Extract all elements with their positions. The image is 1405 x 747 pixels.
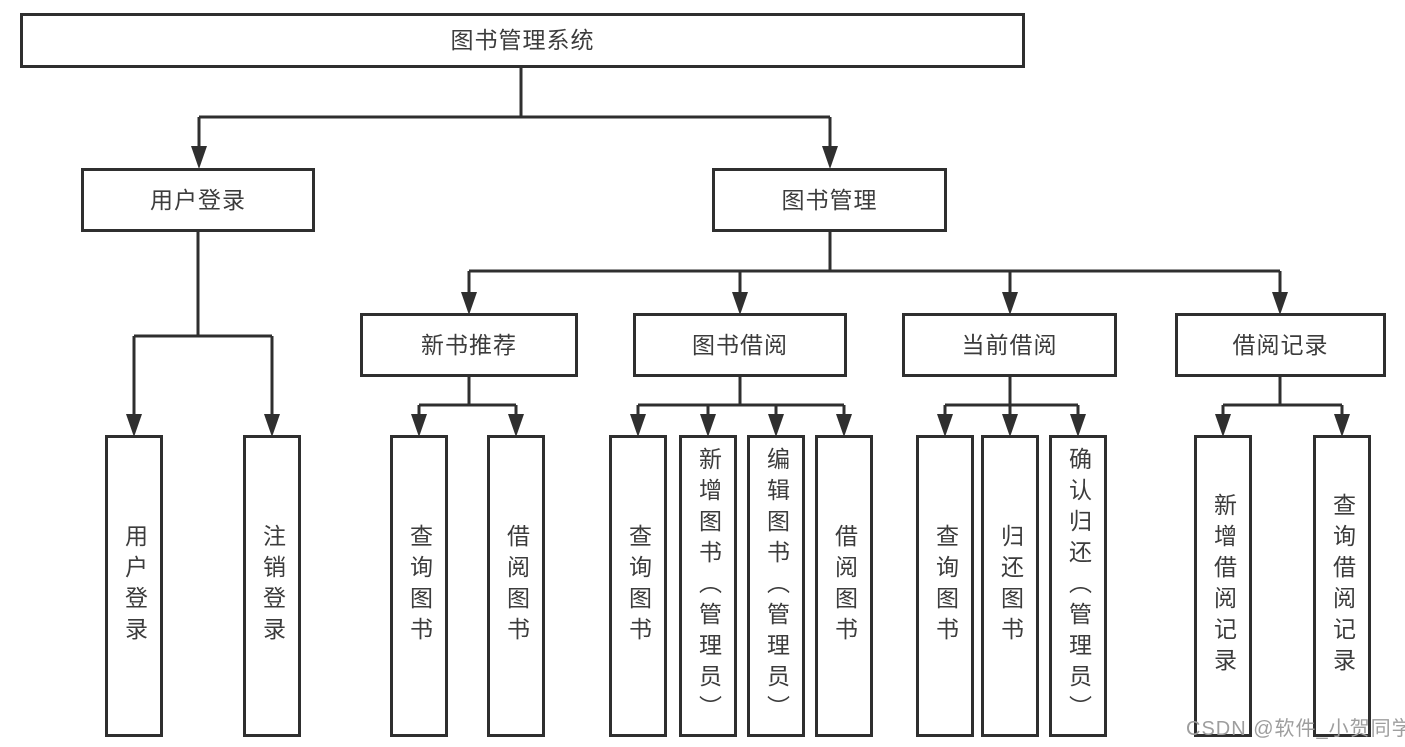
connector-new-book-children <box>411 377 524 437</box>
leaf-query-borrow-record-label: 查询借阅记录 <box>1329 493 1356 679</box>
leaf-confirm-return-admin: 确认归还（管理员） <box>1049 435 1107 737</box>
leaf-logout-label: 注销登录 <box>259 524 286 648</box>
csdn-watermark: CSDN @软件_小贺同学 <box>1186 718 1405 740</box>
leaf-add-borrow-record-label: 新增借阅记录 <box>1210 493 1237 679</box>
leaf-query-borrow-record: 查询借阅记录 <box>1313 435 1371 737</box>
leaf-query-book-2: 查询图书 <box>609 435 667 737</box>
node-borrow-records: 借阅记录 <box>1175 313 1386 377</box>
connector-book-management-children <box>461 232 1288 315</box>
node-book-borrow: 图书借阅 <box>633 313 847 377</box>
leaf-edit-book-admin-label: 编辑图书（管理员） <box>763 446 790 726</box>
leaf-borrow-book-2-label: 借阅图书 <box>831 524 858 648</box>
connector-book-borrow-children <box>630 377 852 437</box>
leaf-borrow-book-1: 借阅图书 <box>487 435 545 737</box>
leaf-borrow-book-1-label: 借阅图书 <box>503 524 530 648</box>
leaf-query-book-1: 查询图书 <box>390 435 448 737</box>
leaf-query-book-3-label: 查询图书 <box>932 524 959 648</box>
node-new-book-recommend: 新书推荐 <box>360 313 578 377</box>
leaf-query-book-3: 查询图书 <box>916 435 974 737</box>
leaf-add-borrow-record: 新增借阅记录 <box>1194 435 1252 737</box>
leaf-query-book-2-label: 查询图书 <box>625 524 652 648</box>
node-root-system: 图书管理系统 <box>20 13 1025 68</box>
connector-user-login-children <box>126 232 280 437</box>
leaf-edit-book-admin: 编辑图书（管理员） <box>747 435 805 737</box>
leaf-return-book-label: 归还图书 <box>997 524 1024 648</box>
leaf-user-login: 用户登录 <box>105 435 163 737</box>
leaf-logout: 注销登录 <box>243 435 301 737</box>
connector-current-borrow-children <box>937 377 1086 437</box>
leaf-borrow-book-2: 借阅图书 <box>815 435 873 737</box>
node-user-login: 用户登录 <box>81 168 315 232</box>
leaf-query-book-1-label: 查询图书 <box>406 524 433 648</box>
leaf-confirm-return-admin-label: 确认归还（管理员） <box>1065 446 1092 726</box>
leaf-add-book-admin-label: 新增图书（管理员） <box>695 446 722 726</box>
connector-root-to-level2 <box>191 68 838 169</box>
node-book-management: 图书管理 <box>712 168 947 232</box>
leaf-add-book-admin: 新增图书（管理员） <box>679 435 737 737</box>
node-current-borrow: 当前借阅 <box>902 313 1117 377</box>
leaf-user-login-label: 用户登录 <box>121 524 148 648</box>
leaf-return-book: 归还图书 <box>981 435 1039 737</box>
connector-borrow-records-children <box>1215 377 1350 437</box>
